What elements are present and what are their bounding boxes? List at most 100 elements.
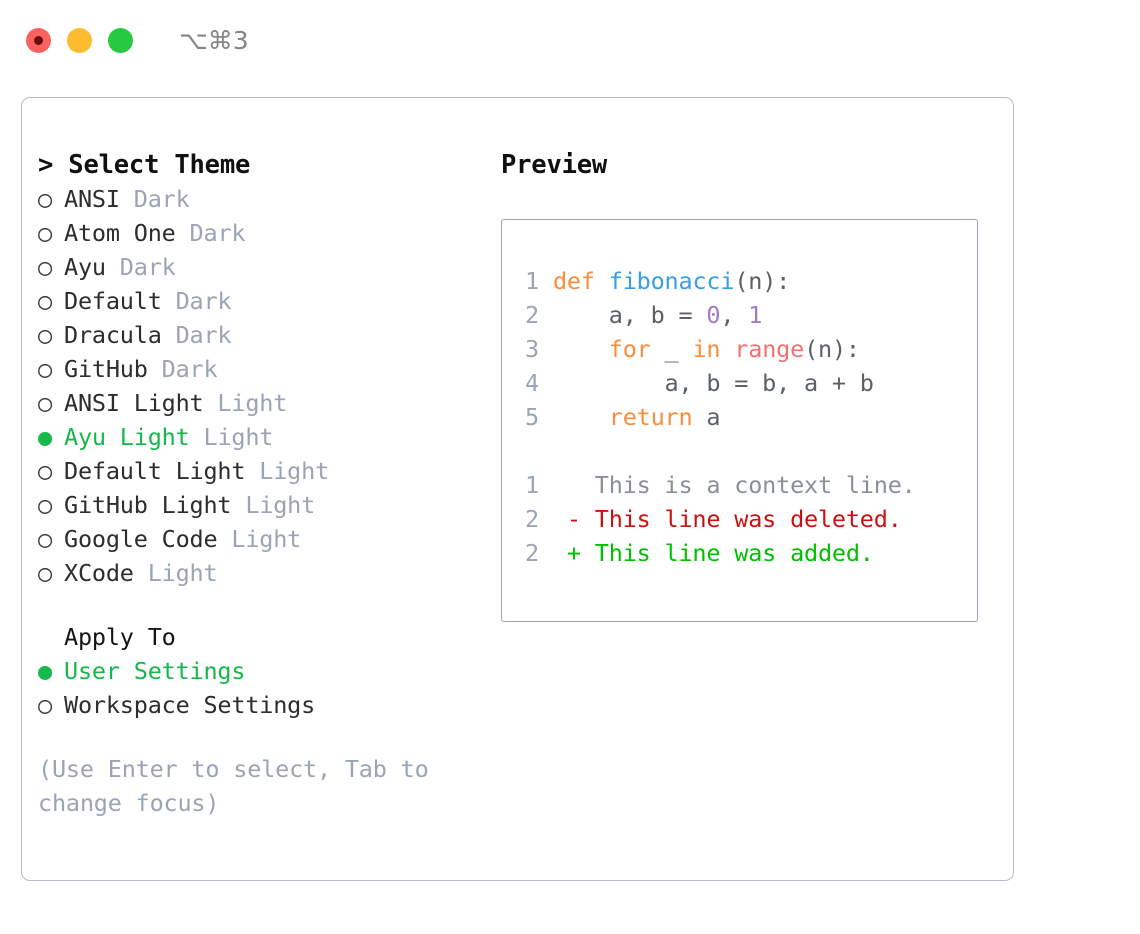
line-number: 1: [525, 267, 539, 295]
radio-selected-icon: ●: [38, 657, 52, 685]
code-token: _: [650, 335, 693, 363]
radio-unselected-icon: ○: [38, 691, 52, 719]
code-token: in: [692, 335, 721, 363]
radio-unselected-icon: ○: [38, 321, 52, 349]
code-spacer: [515, 434, 977, 468]
line-number: 1: [525, 471, 539, 499]
line-number: 2: [525, 539, 539, 567]
code-token: for: [608, 335, 651, 363]
code-token: [539, 335, 609, 363]
apply-to-option-user-settings[interactable]: ● User Settings: [38, 654, 488, 688]
radio-unselected-icon: ○: [38, 253, 52, 281]
theme-option-default-light[interactable]: ○ Default Light Light: [38, 454, 488, 488]
code-token: (n):: [804, 335, 860, 363]
theme-option-variant: Dark: [161, 287, 232, 315]
theme-option-variant: Dark: [119, 185, 190, 213]
theme-option-variant: Dark: [147, 355, 218, 383]
apply-to-list: ● User Settings ○ Workspace Settings: [38, 654, 488, 722]
theme-option-variant: Light: [133, 559, 218, 587]
diff-line: 2 - This line was deleted.: [515, 502, 977, 536]
theme-option-variant: Light: [245, 457, 330, 485]
theme-option-default[interactable]: ○ Default Dark: [38, 284, 488, 318]
code-token: a, b = b, a + b: [539, 369, 874, 397]
radio-unselected-icon: ○: [38, 457, 52, 485]
code-line: 5 return a: [515, 400, 977, 434]
theme-option-label: Ayu Light: [64, 423, 190, 451]
apply-to-option-workspace-settings[interactable]: ○ Workspace Settings: [38, 688, 488, 722]
code-token: def: [552, 267, 595, 295]
theme-chooser-column: > Select Theme ○ANSI Dark○Atom One Dark○…: [38, 148, 488, 820]
theme-option-label: XCode: [64, 559, 134, 587]
radio-unselected-icon: ○: [38, 525, 52, 553]
radio-unselected-icon: ○: [38, 389, 52, 417]
theme-option-label: Atom One: [64, 219, 176, 247]
theme-option-label: Ayu: [64, 253, 106, 281]
theme-option-label: Default Light: [64, 457, 246, 485]
theme-option-label: Google Code: [64, 525, 218, 553]
theme-option-variant: Dark: [175, 219, 246, 247]
code-token: (n):: [734, 267, 791, 295]
line-number: 3: [525, 335, 539, 363]
theme-option-github-light[interactable]: ○ GitHub Light Light: [38, 488, 488, 522]
theme-option-ayu-light[interactable]: ●Ayu Light Light: [38, 420, 488, 454]
theme-list: ○ANSI Dark ○ Atom One Dark ○ Ayu Dark ○ Defaul…: [38, 182, 488, 590]
code-token: 0: [706, 301, 721, 329]
theme-option-variant: Light: [217, 525, 302, 553]
theme-option-label: GitHub: [64, 355, 148, 383]
help-hint-text: (Use Enter to select, Tab to change focu…: [38, 755, 429, 817]
theme-option-ansi-light[interactable]: ○ ANSI Light Light: [38, 386, 488, 420]
radio-unselected-icon: ○: [38, 559, 52, 587]
window-controls: [26, 27, 133, 53]
radio-unselected-icon: ○: [38, 219, 52, 247]
select-theme-heading: > Select Theme: [38, 150, 251, 180]
code-token: [720, 335, 734, 363]
line-number: 2: [525, 301, 539, 329]
code-token: range: [734, 335, 805, 363]
theme-option-atom-one[interactable]: ○ Atom One Dark: [38, 216, 488, 250]
code-token: fibonacci: [608, 267, 735, 295]
radio-unselected-icon: ○: [38, 491, 52, 519]
theme-option-variant: Light: [203, 389, 288, 417]
theme-option-label: Dracula: [64, 321, 162, 349]
line-number: 2: [525, 505, 539, 533]
theme-option-variant: Light: [189, 423, 274, 451]
diff-line: 2 + This line was added.: [515, 536, 977, 570]
theme-option-github[interactable]: ○ GitHub Dark: [38, 352, 488, 386]
theme-option-ayu[interactable]: ○Ayu Dark: [38, 250, 488, 284]
apply-to-option-label: Workspace Settings: [64, 691, 316, 719]
keyboard-shortcut-label: ⌥⌘3: [179, 25, 249, 55]
code-token: return: [608, 403, 693, 431]
theme-option-variant: Light: [231, 491, 316, 519]
code-line: 4 a, b = b, a + b: [515, 366, 977, 400]
code-token: [539, 403, 609, 431]
code-line: 3 for _ in range(n):: [515, 332, 977, 366]
theme-option-xcode[interactable]: ○ XCode Light: [38, 556, 488, 590]
theme-option-label: Default: [64, 287, 162, 315]
theme-option-label: GitHub Light: [64, 491, 232, 519]
radio-unselected-icon: ○: [38, 355, 52, 383]
code-token: a, b =: [539, 301, 707, 329]
line-number: 4: [525, 369, 539, 397]
theme-option-google-code[interactable]: ○ Google Code Light: [38, 522, 488, 556]
title-bar: ⌥⌘3: [0, 0, 1140, 80]
diff-text: This is a context line.: [539, 471, 916, 499]
maximize-button[interactable]: [108, 27, 133, 53]
apply-to-option-label: User Settings: [64, 657, 246, 685]
close-button[interactable]: [26, 27, 51, 53]
code-token: ,: [720, 301, 749, 329]
radio-unselected-icon: ○: [38, 287, 52, 315]
code-token: [539, 267, 553, 295]
code-token: [595, 267, 609, 295]
apply-to-heading: Apply To: [64, 623, 176, 651]
diff-text: - This line was deleted.: [539, 505, 902, 533]
theme-option-label: ANSI Light: [64, 389, 204, 417]
theme-option-dracula[interactable]: ○Dracula Dark: [38, 318, 488, 352]
diff-line: 1 This is a context line.: [515, 468, 977, 502]
diff-text: + This line was added.: [539, 539, 874, 567]
diff-sample: 1 This is a context line.2 - This line w…: [515, 468, 977, 570]
minimize-button[interactable]: [67, 27, 92, 53]
theme-option-ansi[interactable]: ○ANSI Dark: [38, 182, 488, 216]
